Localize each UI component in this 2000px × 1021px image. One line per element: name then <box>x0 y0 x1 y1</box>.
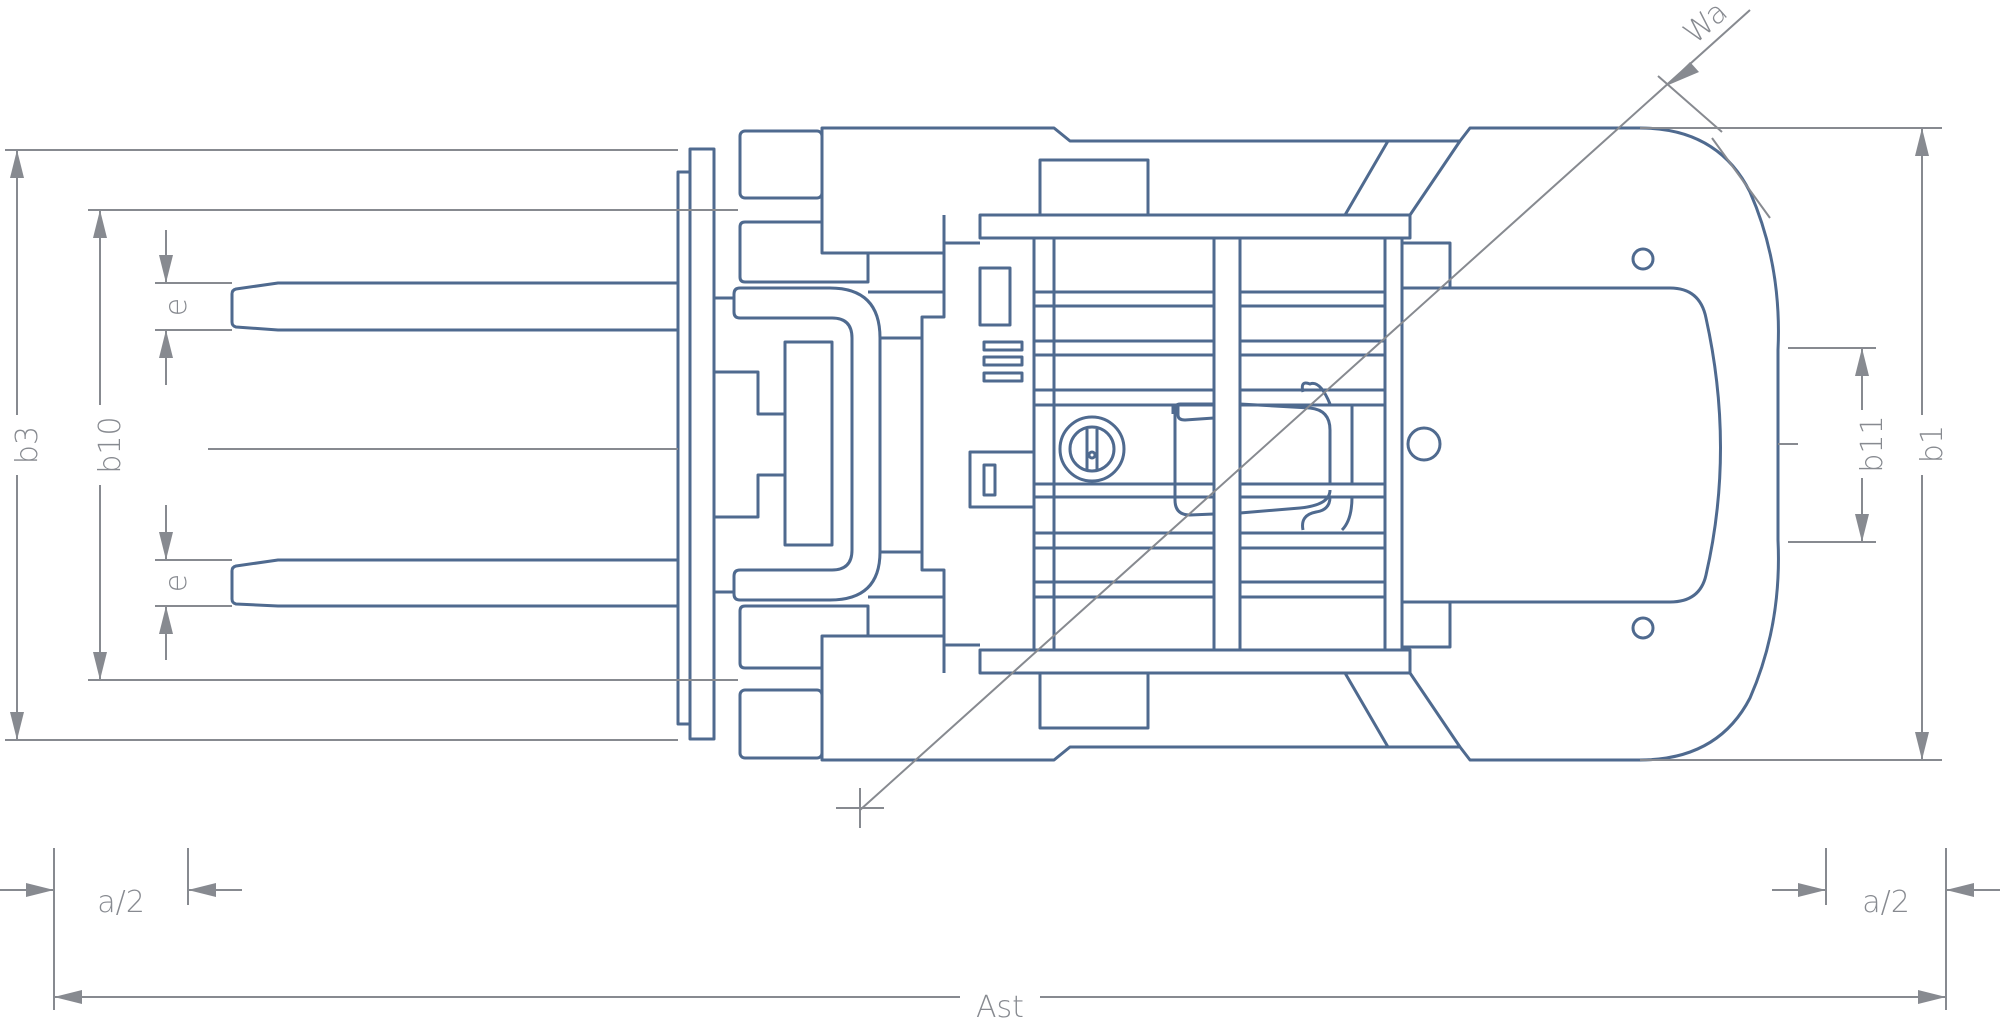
control-box <box>978 266 1012 327</box>
counterweight-handle <box>1450 286 1722 604</box>
rear-hole-top <box>1631 247 1655 271</box>
fork-carriage <box>676 170 692 726</box>
label-a2-right: a/2 <box>1862 885 1910 920</box>
label-b1: b1 <box>1915 425 1950 463</box>
label-wa: Wa <box>1677 0 1735 51</box>
guard-bars <box>1034 290 1385 599</box>
forklift-body <box>230 126 1780 762</box>
dimension-lines <box>0 9 2000 1010</box>
label-e-bottom: e <box>159 574 194 592</box>
seat-top <box>1038 158 1150 217</box>
seat-bottom <box>1038 671 1150 730</box>
fork-bottom <box>230 558 678 608</box>
tow-pin <box>1406 426 1442 462</box>
label-e-top: e <box>159 298 194 316</box>
overhead-guard <box>1032 236 1404 652</box>
label-b10: b10 <box>93 416 128 473</box>
label-a2-left: a/2 <box>97 885 145 920</box>
carriage-frame <box>732 286 882 602</box>
mast-hatched-sections <box>738 129 870 760</box>
chassis-outline <box>820 126 1780 762</box>
operator-seat <box>1171 406 1215 422</box>
carriage-plate <box>688 147 716 741</box>
label-b11: b11 <box>1855 415 1890 472</box>
rear-hole-bottom <box>1631 616 1655 640</box>
fork-top <box>230 281 678 332</box>
label-b3: b3 <box>10 426 45 464</box>
label-ast: Ast <box>976 990 1024 1021</box>
steering-wheel-icon <box>1058 415 1126 483</box>
